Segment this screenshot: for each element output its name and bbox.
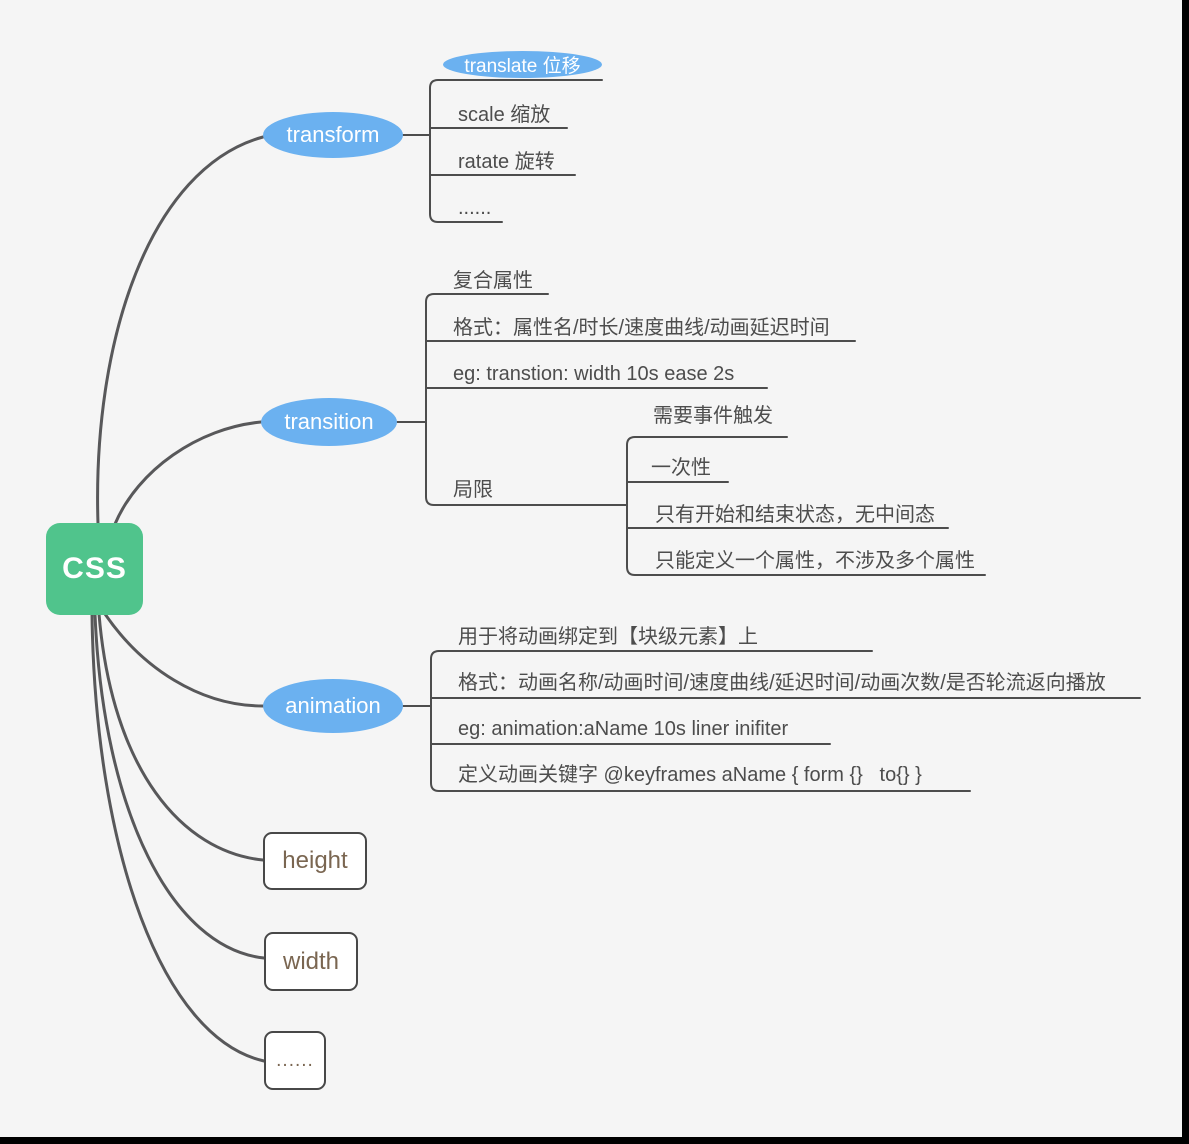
node-animation-format[interactable]: 格式：动画名称/动画时间/速度曲线/延迟时间/动画次数/是否轮流返向播放 [458,672,1106,694]
node-limitation[interactable]: 局限 [453,479,493,501]
node-needs-event-trigger[interactable]: 需要事件触发 [653,405,773,427]
node-animation-usage[interactable]: 用于将动画绑定到【块级元素】上 [458,626,758,648]
node-rotate[interactable]: ratate 旋转 [458,151,555,173]
node-one-time[interactable]: 一次性 [651,457,711,479]
node-height[interactable]: height [263,832,367,890]
node-animation[interactable]: animation [263,679,403,733]
node-transform-more[interactable]: ...... [458,197,492,219]
node-only-start-end-state[interactable]: 只有开始和结束状态，无中间态 [655,504,935,526]
node-transform[interactable]: transform [263,112,403,158]
node-only-one-property[interactable]: 只能定义一个属性，不涉及多个属性 [655,550,975,572]
node-transition-example[interactable]: eg: transtion: width 10s ease 2s [453,363,735,385]
curve-root-height [97,612,265,862]
node-keyframes-definition[interactable]: 定义动画关键字 @keyframes aName { form {} to{} … [458,764,922,786]
screen-edge-bottom [0,1137,1189,1144]
node-translate[interactable]: translate 位移 [443,51,602,78]
node-css[interactable]: CSS [46,523,143,615]
curve-root-animation [103,612,265,708]
screen-edge-right [1182,0,1189,1144]
node-scale[interactable]: scale 缩放 [458,104,551,126]
node-width[interactable]: width [264,932,358,991]
node-composite-property[interactable]: 复合属性 [453,270,533,292]
curve-root-transform [96,135,265,526]
curve-root-width [93,612,266,960]
node-transition-format[interactable]: 格式：属性名/时长/速度曲线/动画延迟时间 [453,317,830,339]
node-animation-example[interactable]: eg: animation:aName 10s liner inifiter [458,718,789,740]
node-more[interactable]: ...... [264,1031,326,1090]
curve-root-transition [113,420,263,526]
node-transition[interactable]: transition [261,398,397,446]
curve-root-more [90,612,266,1063]
